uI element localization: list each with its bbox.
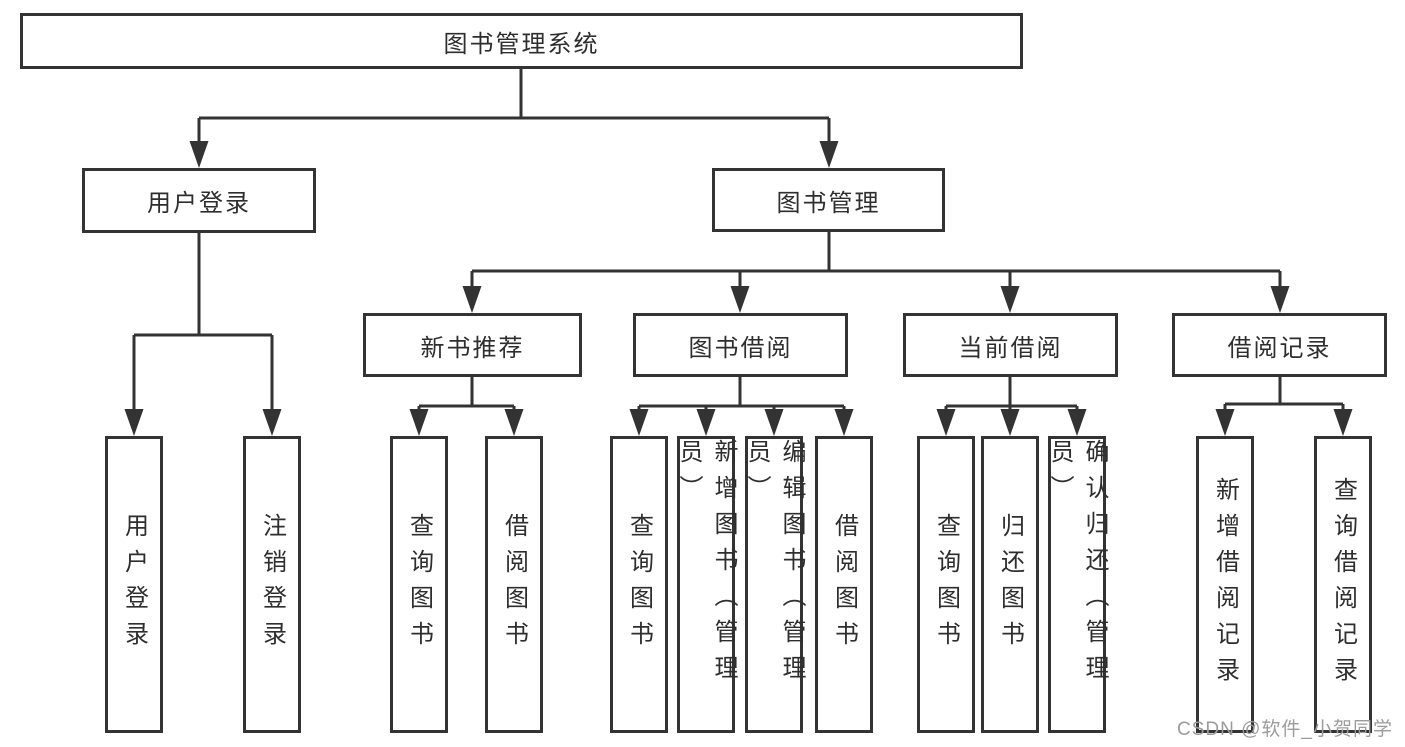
arrow-down-icon — [696, 409, 716, 436]
connector-bookmgmt-to-level3 — [462, 232, 1290, 313]
leaf-bookborrow-edit-books: 编辑图书（管理员） — [743, 436, 805, 733]
watermark: CSDN @软件_小贺同学 — [1177, 719, 1393, 740]
arrow-down-icon — [262, 409, 282, 436]
arrow-down-icon — [462, 286, 482, 313]
arrow-down-icon — [730, 286, 750, 313]
arrow-down-icon — [629, 409, 649, 436]
node-borrow-records: 借阅记录 — [1172, 313, 1387, 377]
arrow-down-icon — [504, 409, 524, 436]
node-user-login: 用户登录 — [82, 168, 316, 233]
leaf-currentborrow-query-books: 查询图书 — [917, 436, 975, 733]
node-book-borrow: 图书借阅 — [633, 313, 848, 377]
leaf-bookborrow-borrow-books: 借阅图书 — [815, 436, 873, 733]
leaf-records-query-record: 查询借阅记录 — [1314, 436, 1372, 733]
arrow-down-icon — [764, 409, 784, 436]
arrow-down-icon — [1000, 409, 1020, 436]
arrow-down-icon — [834, 409, 854, 436]
leaf-bookborrow-add-books: 新增图书（管理员） — [675, 436, 737, 733]
arrow-down-icon — [1067, 409, 1087, 436]
arrow-down-icon — [1270, 286, 1290, 313]
connector-currentborrow-to-leaves — [936, 377, 1087, 436]
leaf-records-add-record: 新增借阅记录 — [1196, 436, 1254, 733]
arrow-down-icon — [819, 141, 839, 168]
arrow-down-icon — [409, 409, 429, 436]
node-new-book-recommend: 新书推荐 — [363, 313, 582, 377]
connector-newbook-to-leaves — [409, 377, 524, 436]
leaf-newbook-query-books: 查询图书 — [390, 436, 448, 733]
connector-bookborrow-to-leaves — [629, 377, 854, 436]
node-library-system: 图书管理系统 — [20, 13, 1023, 69]
arrow-down-icon — [936, 409, 956, 436]
leaf-currentborrow-return-books: 归还图书 — [981, 436, 1039, 733]
leaf-bookborrow-query-books: 查询图书 — [610, 436, 668, 733]
leaf-newbook-borrow-books: 借阅图书 — [485, 436, 543, 733]
leaf-logout: 注销登录 — [243, 436, 301, 733]
arrow-down-icon — [1333, 409, 1353, 436]
leaf-user-login: 用户登录 — [105, 436, 163, 733]
leaf-currentborrow-confirm-return: 确认归还（管理员） — [1046, 436, 1108, 733]
arrow-down-icon — [189, 141, 209, 168]
arrow-down-icon — [124, 409, 144, 436]
arrow-down-icon — [1215, 409, 1235, 436]
node-book-management: 图书管理 — [712, 168, 945, 232]
node-current-borrow: 当前借阅 — [903, 313, 1118, 377]
connector-userlogin-to-leaves — [124, 233, 282, 436]
arrow-down-icon — [1000, 286, 1020, 313]
connector-borrowrecords-to-leaves — [1215, 377, 1353, 436]
connector-root-to-level2 — [189, 69, 839, 168]
